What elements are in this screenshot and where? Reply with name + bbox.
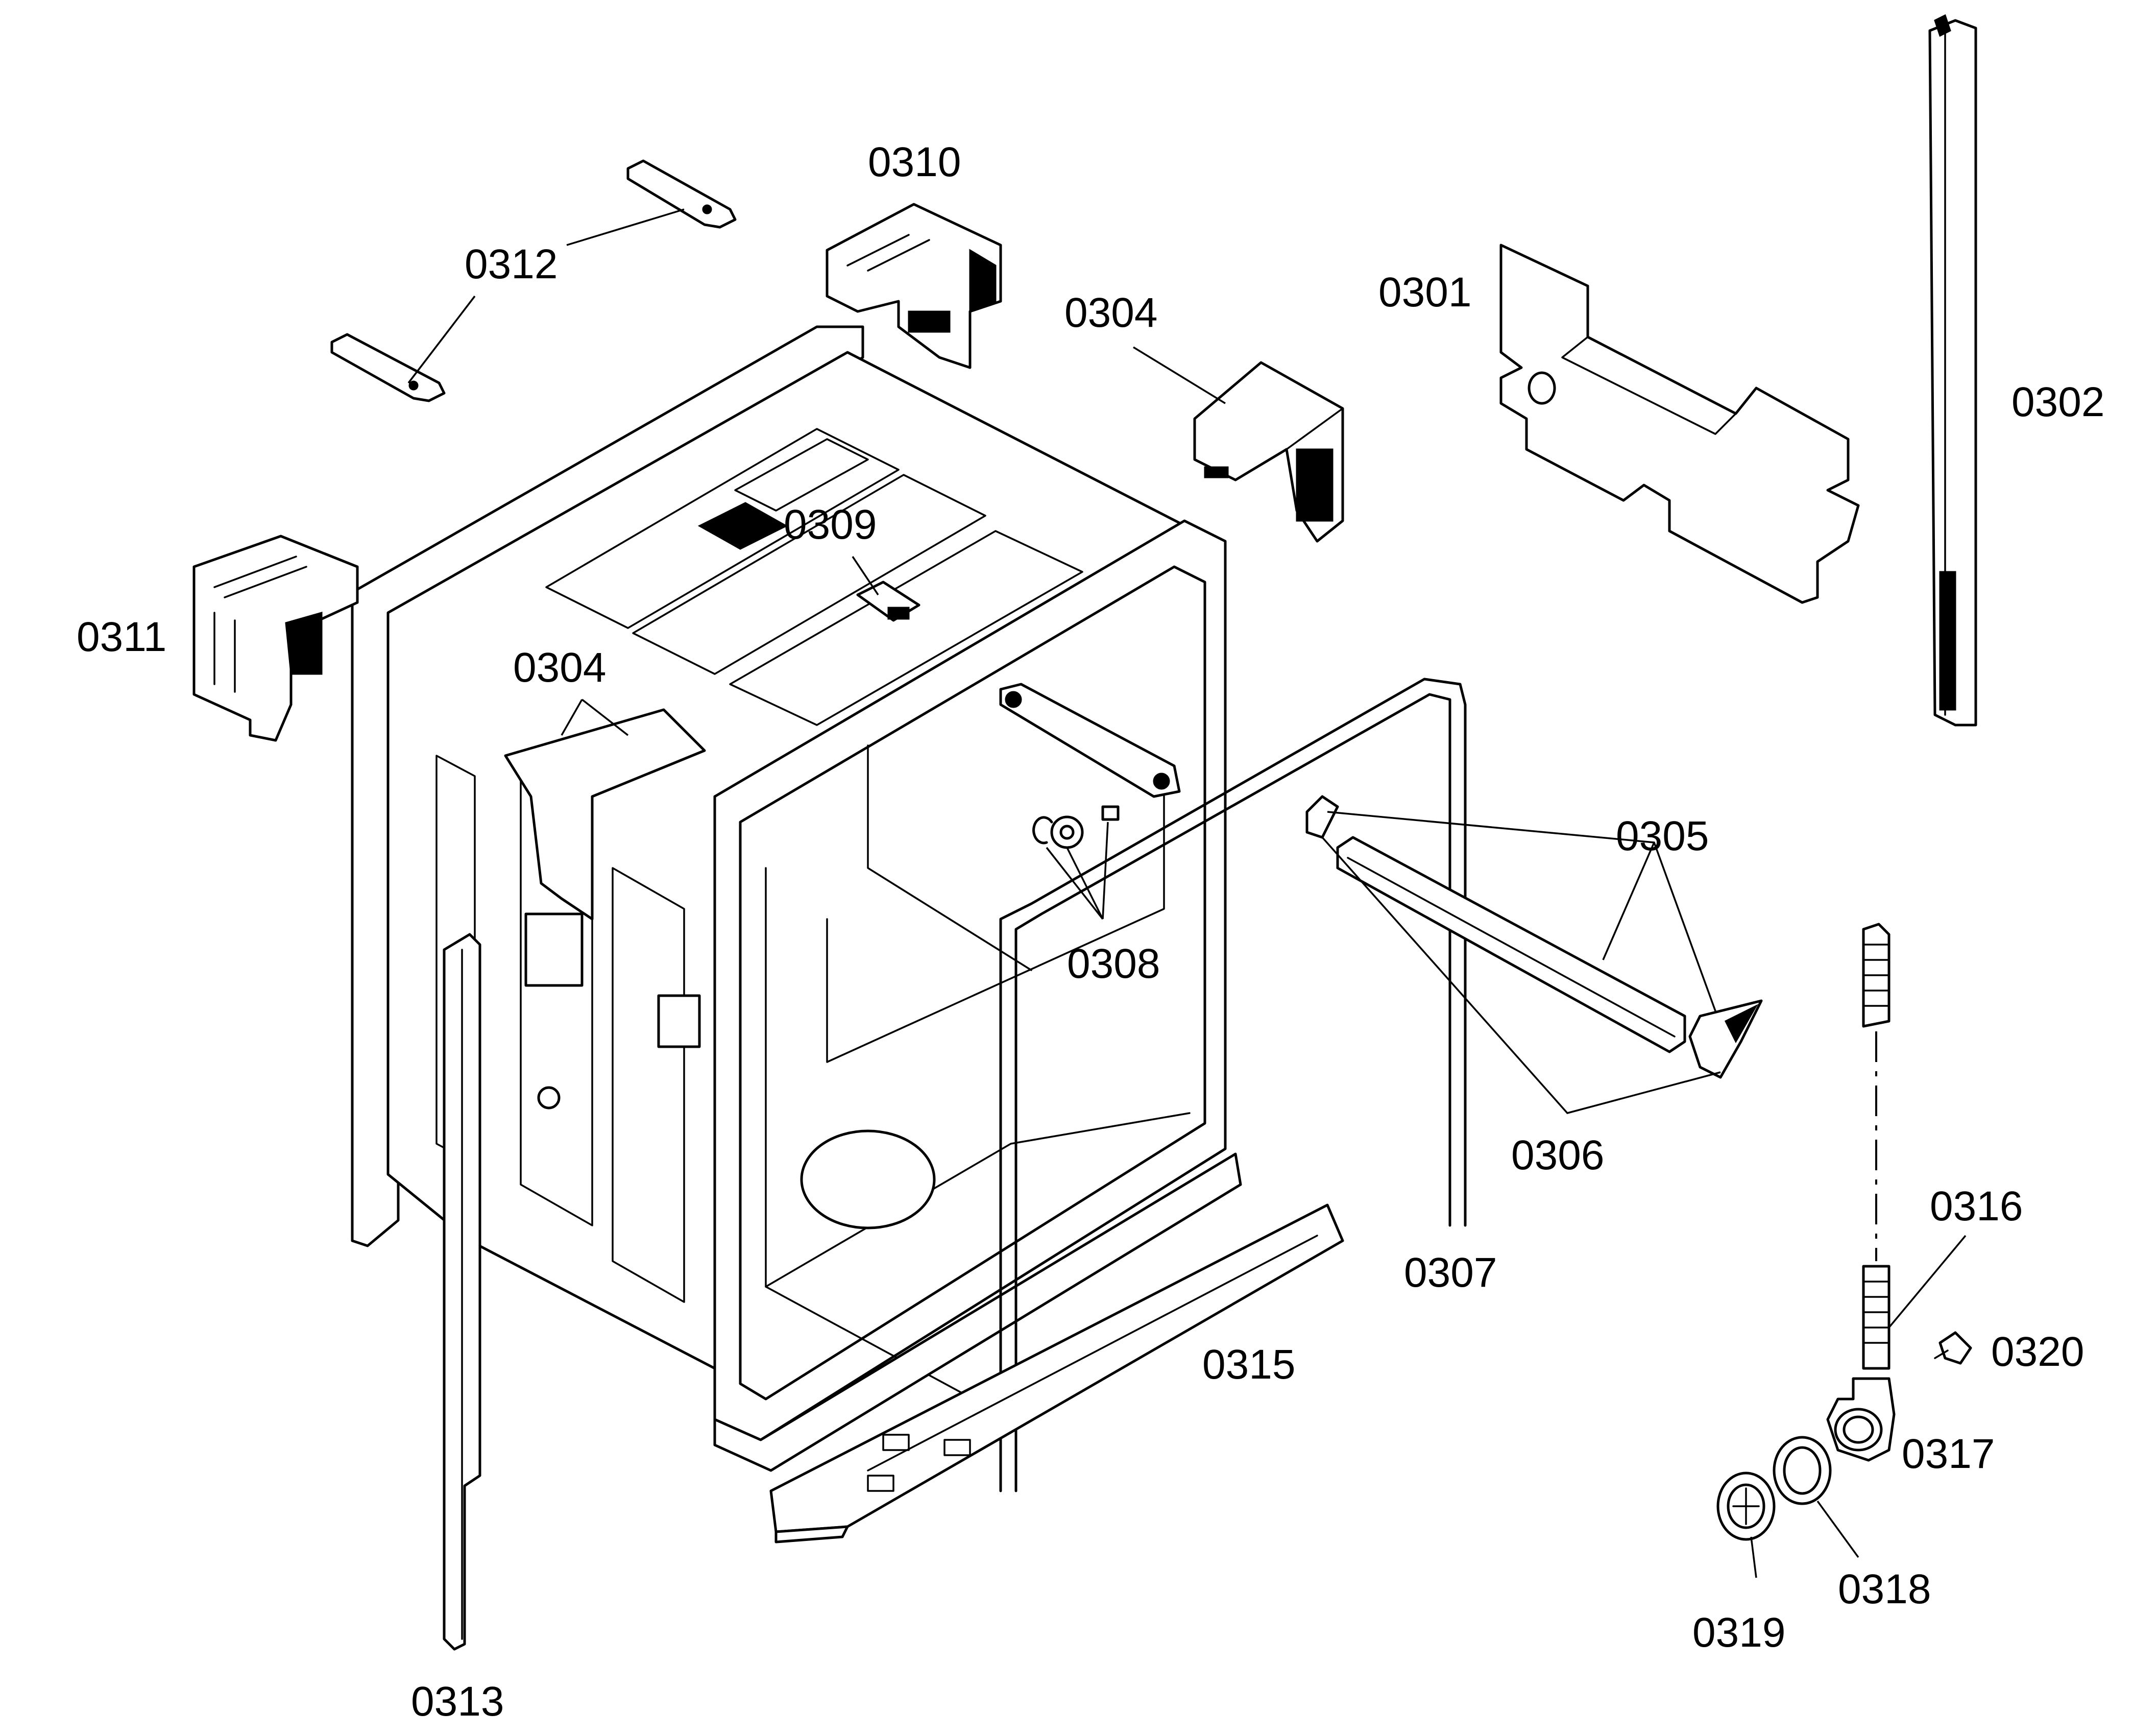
label-0313: 0313 [411,1678,504,1725]
leader-0304-top [1133,346,1226,404]
leader-0308-c [1102,822,1109,920]
part-0313-strip [443,933,481,1651]
tub-interior-line [867,744,1032,971]
leader-0306 [1321,836,1721,1114]
label-0311: 0311 [77,614,166,660]
part-0304-bracket-tub [504,708,706,921]
part-0311-bracket [192,535,359,742]
tub-side-knob-2 [537,1086,561,1110]
label-0318: 0318 [1838,1566,1931,1612]
part-hinge-arm [999,683,1181,798]
label-0307: 0307 [1404,1249,1497,1296]
part-labels: 0310 0312 0304 0301 0302 0309 0311 0304 … [77,139,2104,1725]
label-0309: 0309 [784,501,877,548]
part-0302-rail [1928,14,1977,727]
part-0306-clip-left [1305,795,1339,839]
part-0304-bracket-top [1193,361,1344,543]
leader-lines [407,208,1967,1578]
label-0317: 0317 [1902,1431,1995,1477]
part-0318-ring [1773,1436,1832,1505]
leader-0308-a [1046,847,1104,920]
part-0305-hinge-bar [1336,836,1763,1079]
label-0319: 0319 [1692,1609,1785,1656]
part-0316-hose [1862,923,1890,1370]
tub-side-recess-3 [612,867,685,1303]
leader-0319 [1750,1536,1757,1578]
part-0315-toe-plate [769,1203,1344,1544]
label-0308: 0308 [1067,941,1160,987]
leader-0318 [1816,1500,1859,1558]
label-0310: 0310 [868,139,961,185]
leader-0304-tub [561,699,583,736]
leader-0316 [1888,1235,1967,1329]
label-0305: 0305 [1616,813,1709,859]
label-0312: 0312 [465,241,558,287]
part-0319-cap [1716,1472,1776,1541]
part-0312-plate-upper [626,159,737,229]
label-0304-tub: 0304 [513,644,606,691]
tub-top-recess-4 [729,530,1083,726]
label-0304-top: 0304 [1064,290,1157,336]
part-0312-plate-lower [330,333,446,402]
tub-top-recess-3 [734,438,869,512]
leader-0308-b [1066,847,1104,920]
leader-0305-b [1602,842,1655,960]
tub-interior-rail [826,765,1165,1063]
part-0320-screw [1934,1331,1972,1365]
label-0316: 0316 [1930,1183,2023,1229]
tub-side-tab [657,994,701,1048]
tub-side-plate [524,912,584,987]
leader-0309 [852,556,879,595]
part-0317-fitting [1826,1377,1896,1462]
tub-top-recess-2 [632,474,986,675]
tub-top-recess-1 [545,428,900,629]
part-0309-clip [856,581,920,622]
label-0301: 0301 [1378,269,1471,316]
tub-assembly [351,325,1242,1472]
leader-0312-lower [407,295,476,384]
part-0307-door-seal [999,678,1467,1492]
label-0315: 0315 [1202,1341,1295,1388]
leader-0304-tub-2 [581,698,629,736]
tub-bottom-base [713,1152,1242,1472]
part-0301-panel [1499,244,1860,604]
part-0310-bracket [826,203,1002,369]
leader-0312-upper [566,208,685,246]
label-0320: 0320 [1991,1329,2084,1375]
label-0306: 0306 [1511,1132,1604,1178]
tub-top-dark-slot [697,502,788,550]
label-0302: 0302 [2011,379,2104,425]
tub-sump-hole [800,1129,936,1229]
